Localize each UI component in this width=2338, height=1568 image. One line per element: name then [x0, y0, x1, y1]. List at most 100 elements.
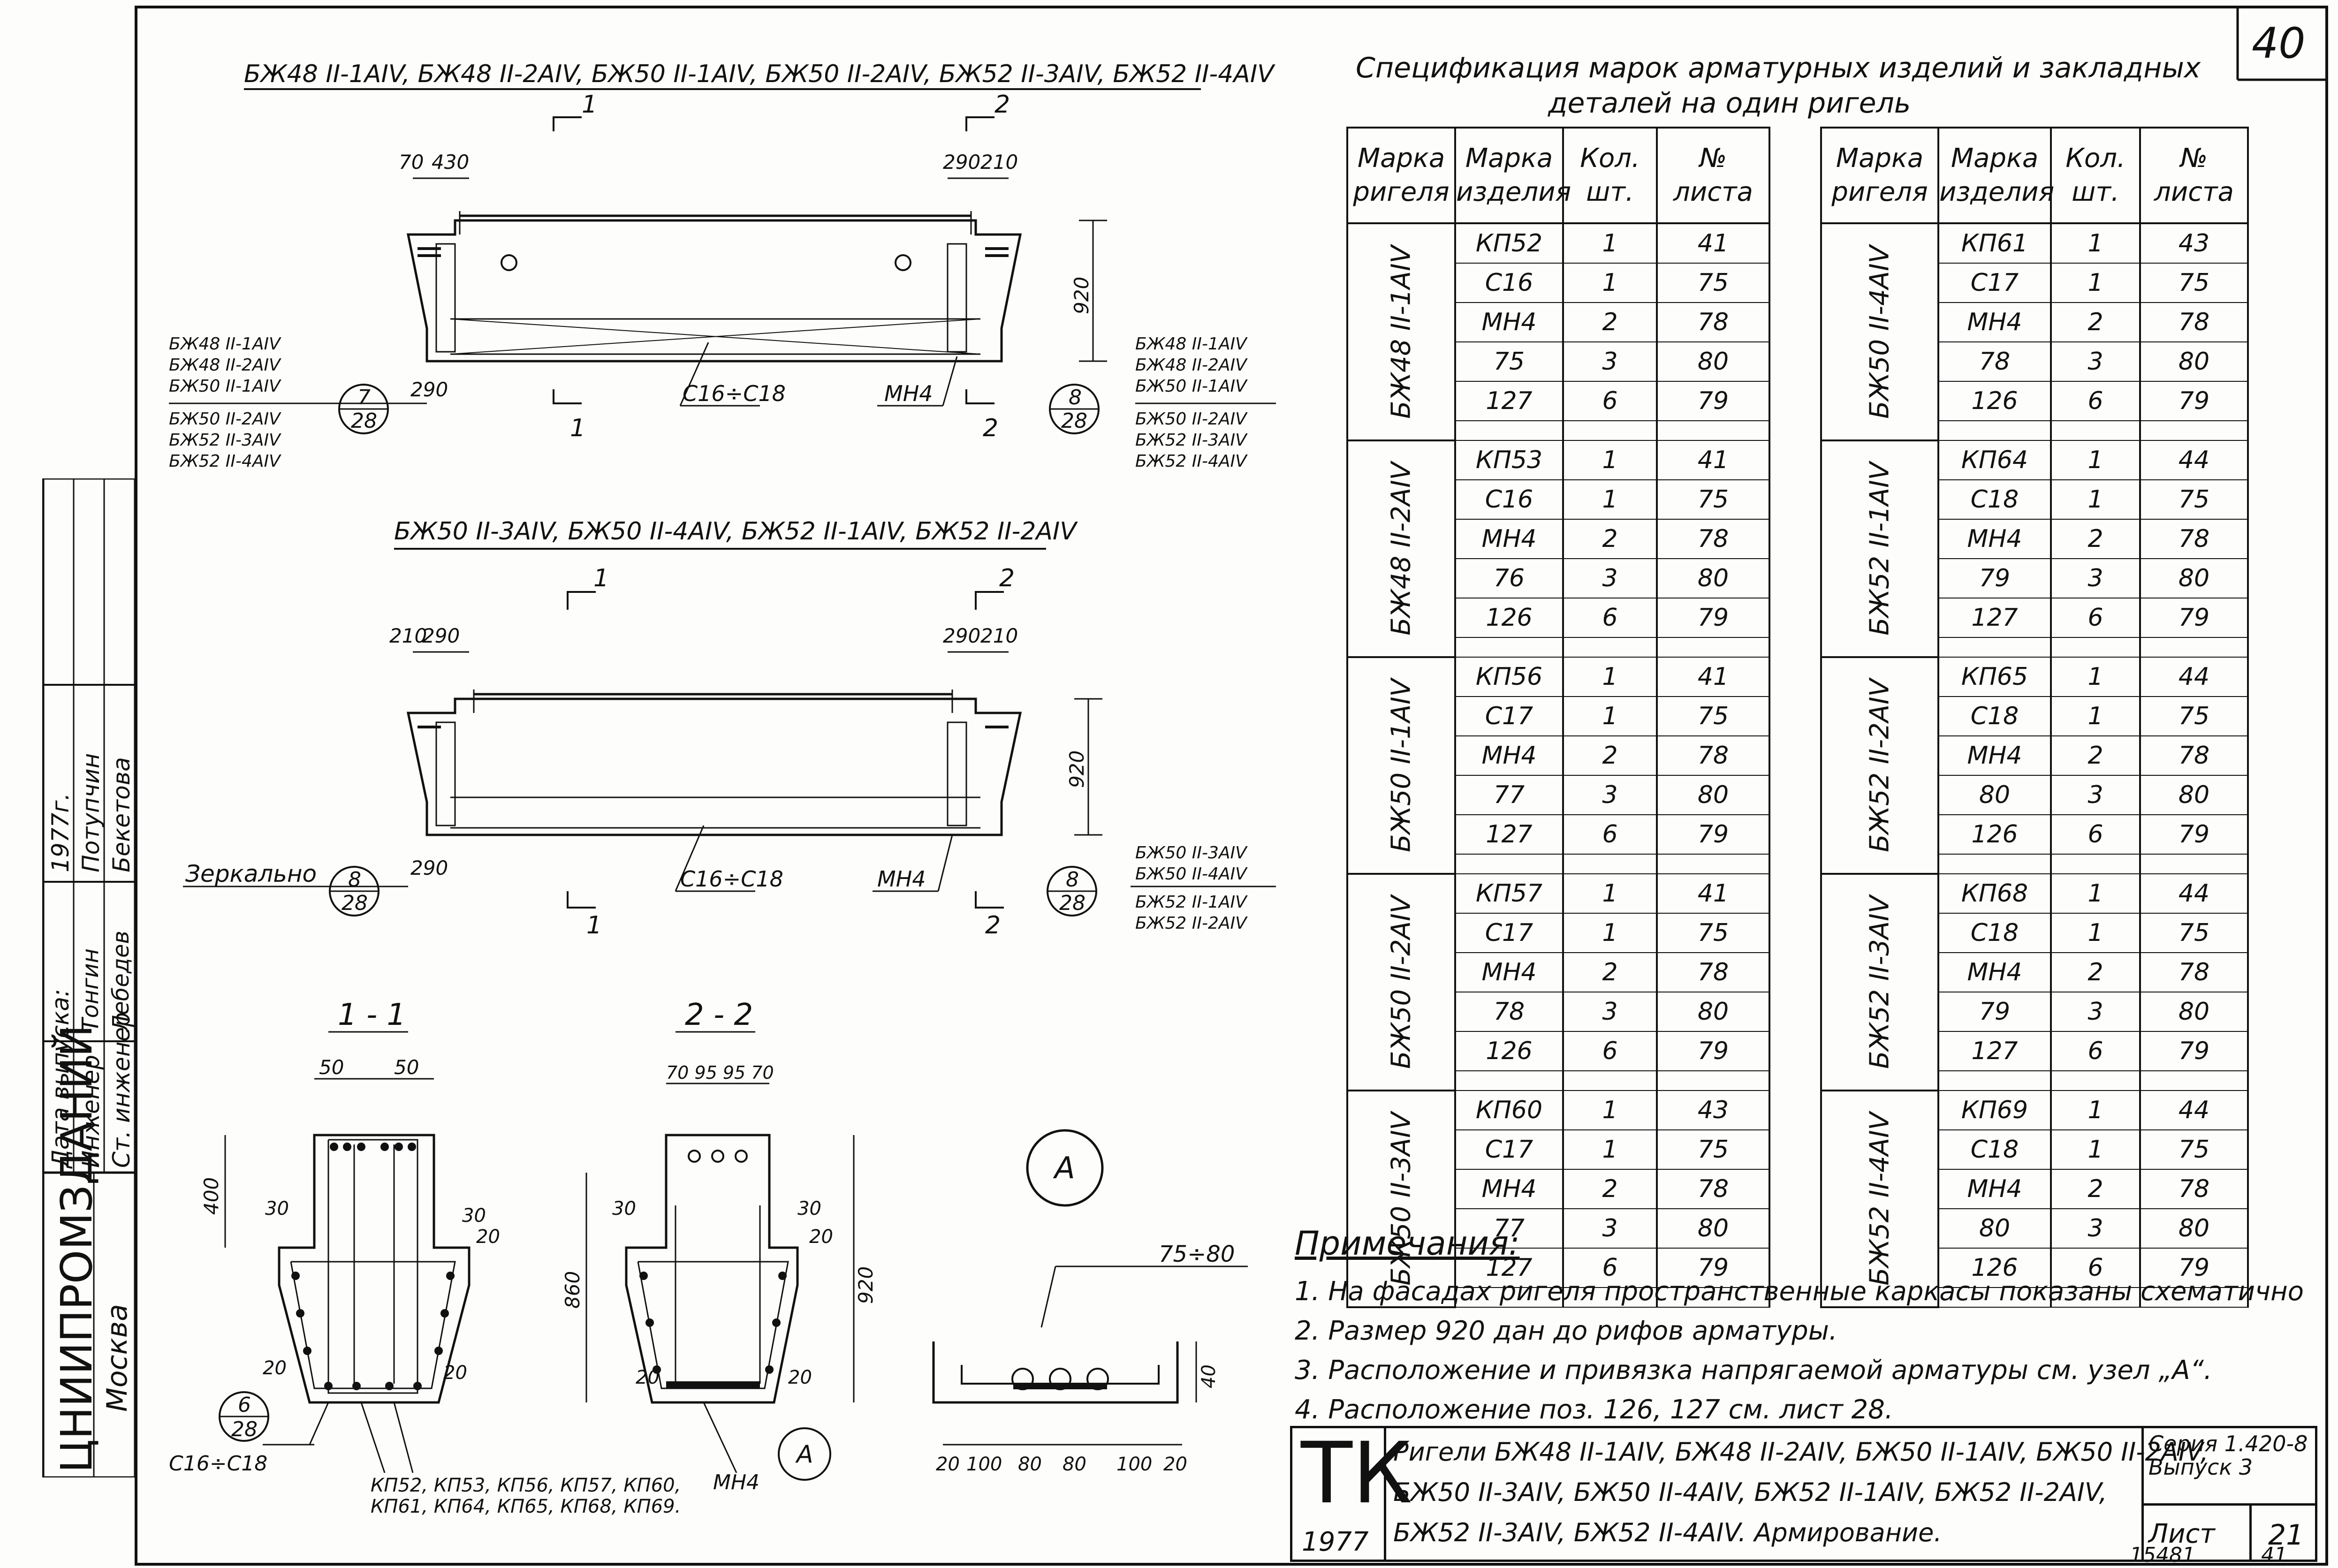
empty-cell: [2139, 854, 2249, 874]
elev-2-right-mark-2: БЖ50 II-4АIV: [1135, 864, 1248, 884]
elev-1-left-mark-2: БЖ48 II-2АIV: [169, 356, 281, 375]
sheet-cell: 75: [1656, 263, 1770, 303]
item-mark-cell: С16: [1454, 263, 1564, 303]
item-mark-cell: МН4: [1454, 735, 1564, 776]
item-mark-cell: 127: [1454, 814, 1564, 855]
elev-1-right-mark-5: БЖ52 II-3АIV: [1135, 431, 1248, 450]
item-mark-cell: МН4: [1937, 519, 2052, 559]
sheet-cell: 75: [1656, 479, 1770, 520]
cut-label-1-bottom: 1: [570, 414, 585, 442]
tk-mark: ТК: [1301, 1424, 1412, 1523]
dim-70-95-95-70: 70 95 95 70: [666, 1062, 774, 1083]
empty-cell: [1656, 637, 1770, 658]
spec-table-right: Марка ригеля Марка изделия Кол. шт. № ли…: [1820, 127, 2249, 1308]
sheet-number: 21: [2268, 1519, 2304, 1552]
item-mark-cell: С17: [1454, 913, 1564, 953]
table-spacer-row: [1347, 1287, 1770, 1308]
item-mark-cell: МН4: [1937, 952, 2052, 992]
spec-title-line-1: Спецификация марок арматурных изделий и …: [1356, 52, 2201, 84]
qty-cell: 1: [2050, 696, 2141, 736]
empty-cell: [2050, 420, 2141, 441]
beam-mark-label: БЖ50 II-1АIV: [1386, 679, 1417, 852]
series-cell: Серия 1.420-8 Выпуск 3 Лист 21: [2141, 1428, 2317, 1562]
item-mark-cell: КП61: [1937, 223, 2052, 264]
bottom-number: 41: [2261, 1543, 2287, 1567]
sheet-cell: 80: [2139, 341, 2249, 382]
sheet-cell: 79: [2139, 814, 2249, 855]
table-spacer-row: [1347, 637, 1770, 658]
empty-cell: [2139, 1070, 2249, 1091]
beam-mark-cell: БЖ50 II-2АIV: [1346, 873, 1456, 1091]
empty-cell: [1937, 1287, 2052, 1308]
note-1: 1. На фасадах ригеля пространственные ка…: [1295, 1276, 2304, 1307]
drawings-area: БЖ48 II-1АIV, БЖ48 II-2АIV, БЖ50 II-1АIV…: [169, 60, 1276, 1517]
qty-cell: 1: [1562, 1090, 1658, 1130]
qty-cell: 1: [1562, 873, 1658, 914]
dim-920-elev-1: 920: [1070, 277, 1093, 314]
qty-cell: 3: [1562, 992, 1658, 1032]
qty-cell: 3: [2050, 558, 2141, 598]
label-mirror: Зеркально: [185, 860, 317, 887]
dim-30-c: 30: [612, 1198, 636, 1220]
table-spacer-row: [1821, 420, 2249, 441]
bubble-8-bottom-left-2: 28: [342, 891, 368, 915]
cut-label-1-top-2: 1: [593, 564, 609, 592]
item-mark-cell: КП65: [1937, 657, 2052, 697]
empty-cell: [2050, 1287, 2141, 1308]
title-desc-line-1: Ригели БЖ48 II-1АIV, БЖ48 II-2АIV, БЖ50 …: [1393, 1437, 2209, 1467]
title-desc-line-2: БЖ50 II-3АIV, БЖ50 II-4АIV, БЖ52 II-1АIV…: [1393, 1477, 2107, 1507]
dim-50-a: 50: [319, 1056, 344, 1079]
dim-20-c: 20: [443, 1362, 467, 1384]
elev-1-left-mark-1: БЖ48 II-1АIV: [169, 334, 281, 354]
beam-mark-cell: БЖ52 II-1АIV: [1820, 439, 1939, 658]
bubble-6-top: 6: [238, 1393, 251, 1417]
sheet-cell: 41: [1656, 657, 1770, 697]
elev-2-right-mark-4: БЖ52 II-2АIV: [1135, 914, 1248, 933]
header-beam-mark: Марка ригеля: [1820, 127, 1939, 224]
elev-2-right-mark-3: БЖ52 II-1АIV: [1135, 893, 1248, 912]
table-spacer-row: [1347, 420, 1770, 441]
sheet-cell: 78: [1656, 302, 1770, 342]
sheet-cell: 43: [1656, 1090, 1770, 1130]
empty-cell: [1937, 637, 2052, 658]
sheet-cell: 41: [1656, 440, 1770, 480]
dim-290-left: 290: [410, 378, 448, 401]
sheet-cell: 43: [2139, 223, 2249, 264]
item-mark-cell: КП56: [1454, 657, 1564, 697]
qty-cell: 1: [1562, 913, 1658, 953]
item-mark-cell: 79: [1937, 992, 2052, 1032]
qty-cell: 1: [1562, 696, 1658, 736]
dim-50-b: 50: [394, 1056, 419, 1079]
beam-mark-label: БЖ48 II-2АIV: [1386, 462, 1417, 636]
sheet-cell: 79: [2139, 381, 2249, 421]
empty-cell: [2139, 420, 2249, 441]
item-mark-cell: КП52: [1454, 223, 1564, 264]
qty-cell: 3: [1562, 558, 1658, 598]
dim-100-node-right: 100: [1116, 1454, 1152, 1475]
qty-cell: 3: [1562, 1208, 1658, 1249]
tk-cell: ТК 1977: [1292, 1424, 1412, 1562]
beam-mark-label: БЖ52 II-3АIV: [1864, 895, 1895, 1069]
dim-20-node-left: 20: [936, 1454, 960, 1475]
elev-1-right-mark-1: БЖ48 II-1АIV: [1135, 334, 1248, 354]
elev-1-left-mark-5: БЖ52 II-3АIV: [169, 431, 281, 450]
elev-1-right-mark-6: БЖ52 II-4АIV: [1135, 452, 1248, 471]
item-mark-cell: КП64: [1937, 440, 2052, 480]
empty-cell: [1937, 854, 2052, 874]
sheet-cell: 44: [2139, 440, 2249, 480]
qty-cell: 2: [2050, 1169, 2141, 1209]
beam-mark-cell: БЖ52 II-4АIV: [1820, 1090, 1939, 1308]
